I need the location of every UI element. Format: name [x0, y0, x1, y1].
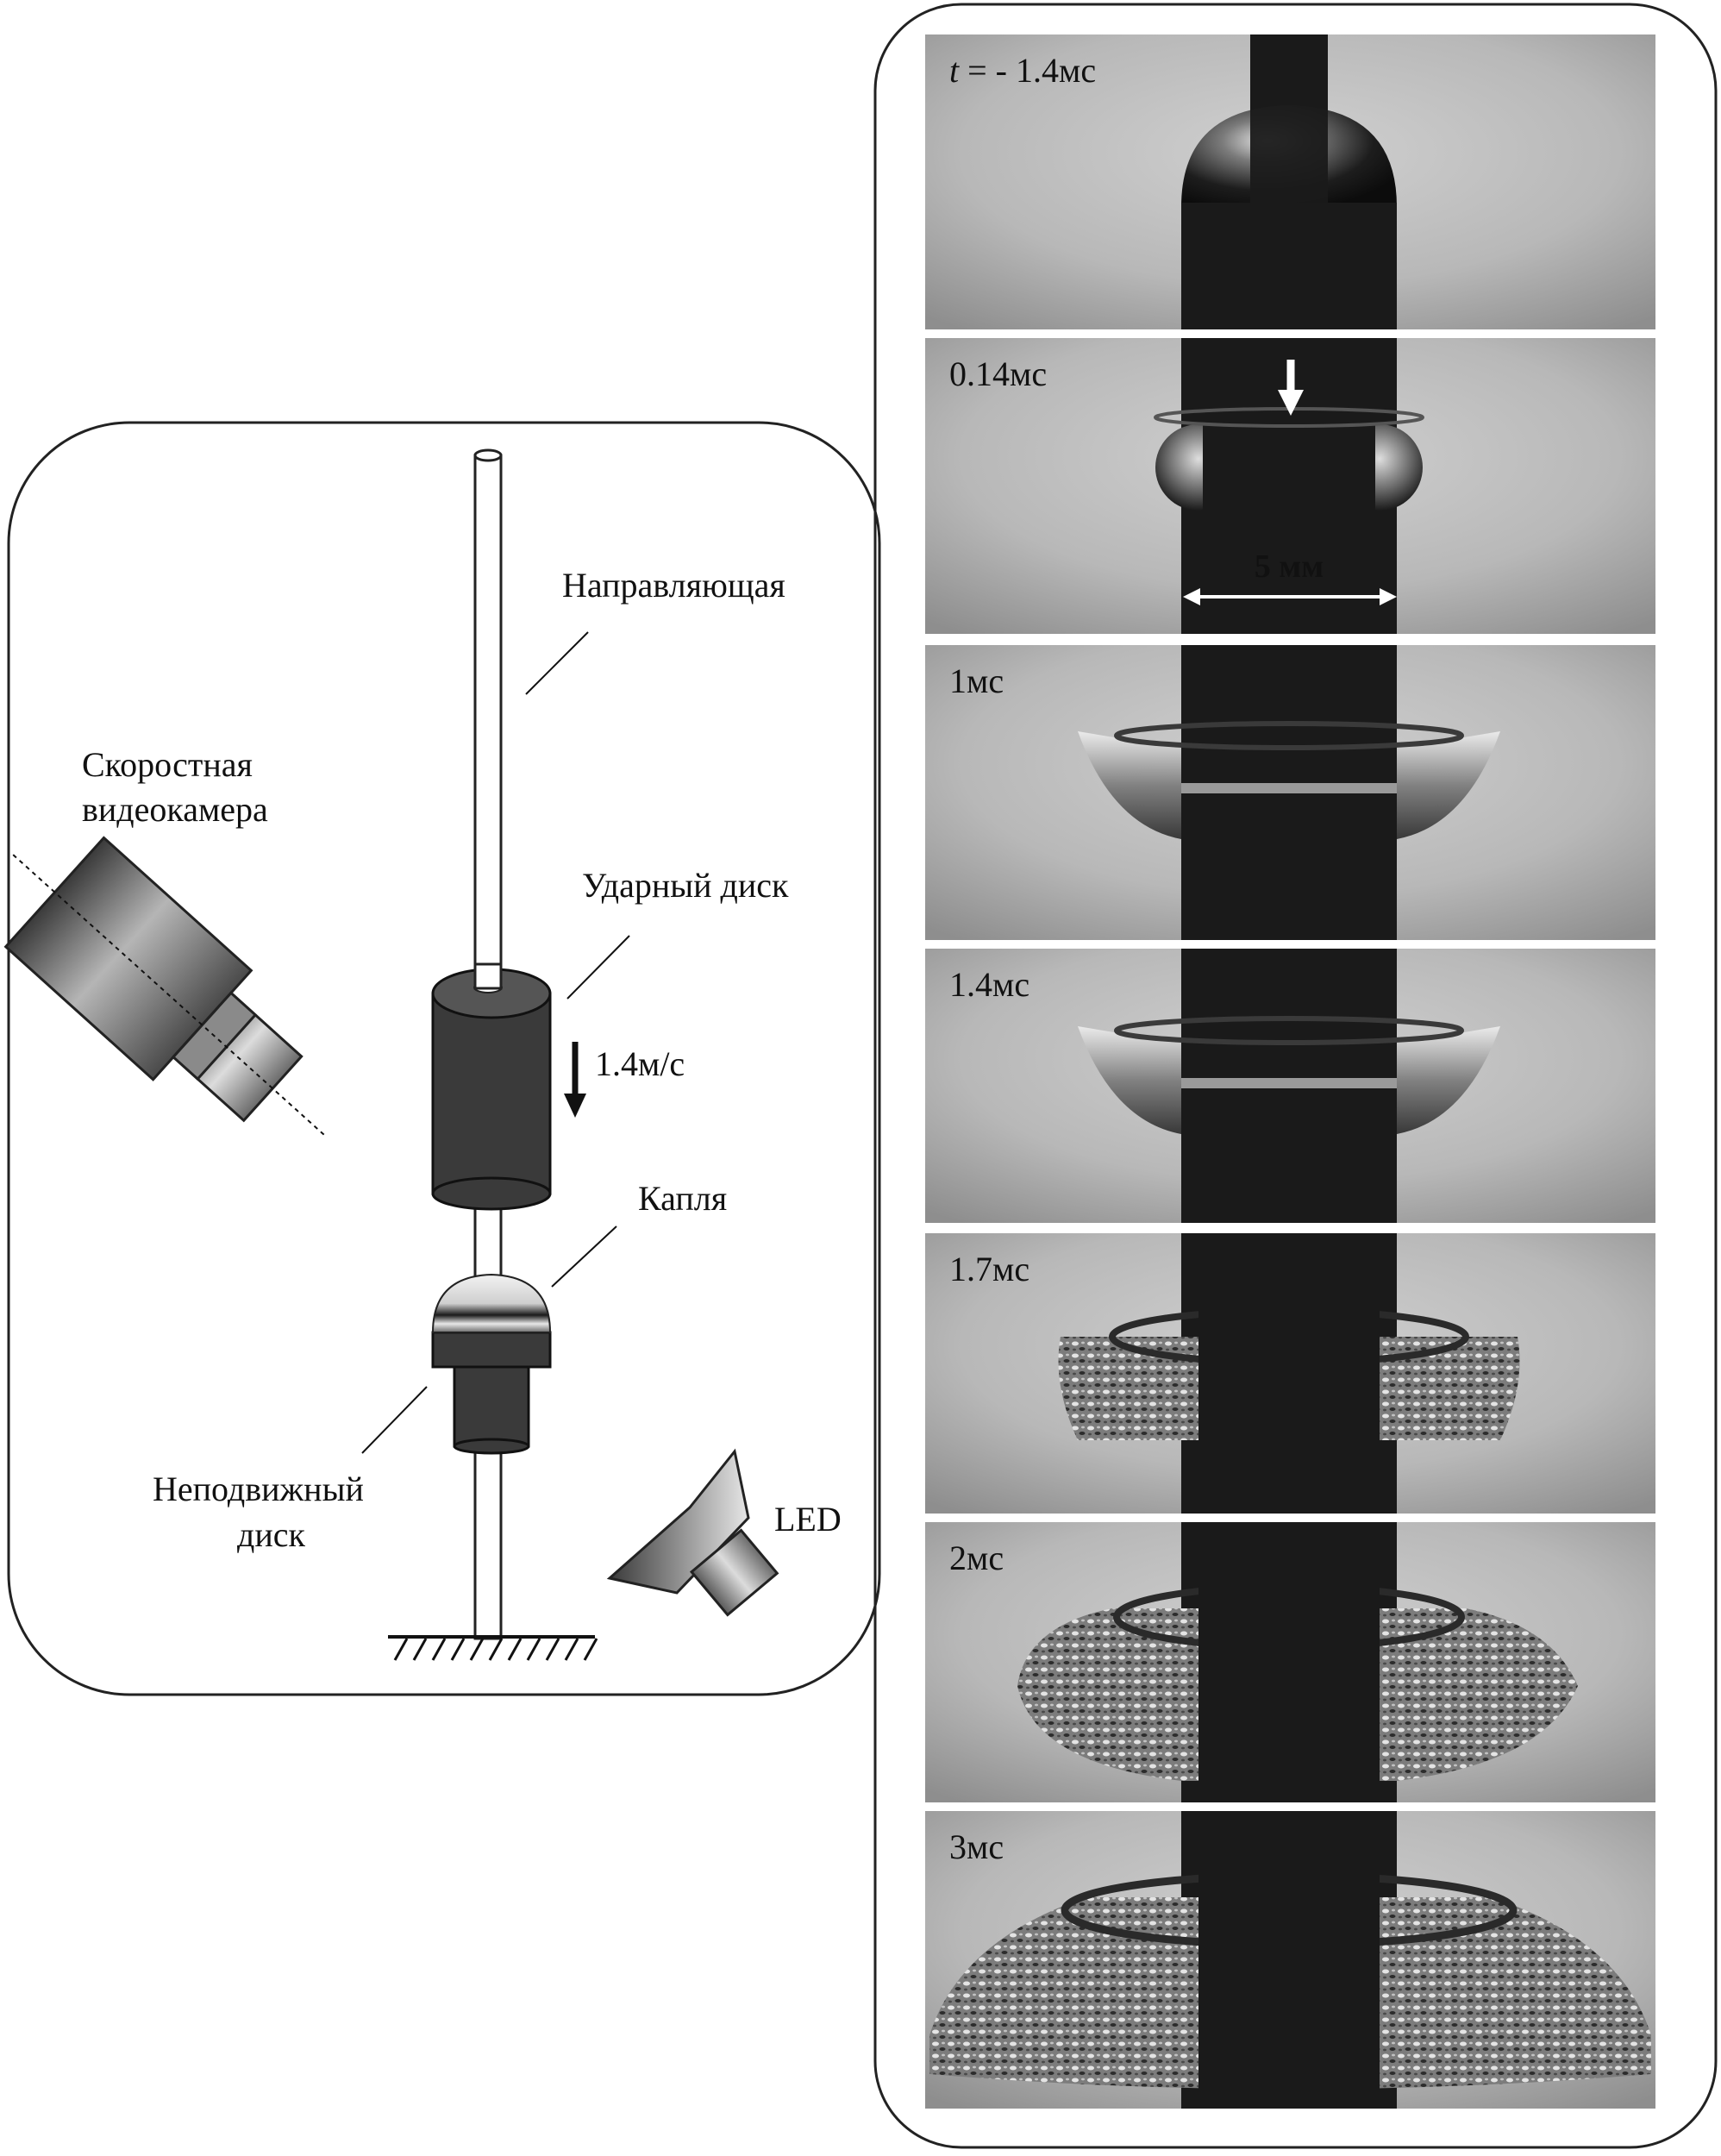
- label-velocity: 1.4м/с: [595, 1044, 685, 1083]
- drop: [431, 1273, 552, 1333]
- label-impact-disk: Ударный диск: [582, 866, 789, 905]
- sheet-rim: [1114, 721, 1464, 750]
- time-symbol: t: [949, 51, 960, 90]
- label-led: LED: [774, 1500, 842, 1539]
- label-drop: Капля: [638, 1179, 727, 1218]
- scale-bar-right-head: [1380, 588, 1397, 605]
- liquid-sheet-right: [1397, 731, 1500, 839]
- label-fixed-disk-line1: Неподвижный: [153, 1470, 364, 1508]
- label-camera-line2: видеокамера: [82, 790, 268, 829]
- leader-guide: [525, 631, 589, 695]
- impact-arrow-head: [1278, 390, 1304, 416]
- setup-panel: Направляющая Скоростная видеокамера Удар…: [3, 421, 881, 1696]
- liquid-sheet-left: [1078, 1026, 1181, 1134]
- frame-7: 3мс: [925, 1811, 1655, 2109]
- frame-time-label: 3мс: [949, 1827, 1004, 1866]
- frame-5: 1.7мс: [925, 1233, 1655, 1514]
- sheet-band: [1181, 783, 1397, 793]
- time-value: 2мс: [949, 1539, 1004, 1577]
- fixed-disk: [431, 1331, 552, 1455]
- rod-through-drop: [1250, 34, 1328, 207]
- rod-lower: [1181, 203, 1397, 329]
- impact-disk: [431, 962, 552, 1211]
- leader-fixed-disk: [361, 1386, 428, 1454]
- leader-drop: [551, 1225, 617, 1288]
- time-value: 1.4мс: [949, 965, 1029, 1004]
- led-lamp: [606, 1448, 779, 1617]
- label-fixed-disk-line2: диск: [237, 1515, 306, 1554]
- frame-3: 1мс: [925, 645, 1655, 940]
- label-camera-line1: Скоростная: [82, 745, 253, 784]
- rod-core: [1198, 1233, 1380, 1514]
- scale-bar-left-head: [1183, 588, 1200, 605]
- time-value: 0.14мс: [949, 354, 1047, 393]
- time-value: 3мс: [949, 1827, 1004, 1866]
- velocity-arrow: [564, 1042, 586, 1118]
- ground-hatch: [388, 1635, 598, 1661]
- sheet-rim: [1114, 1016, 1464, 1045]
- camera-axis: [12, 854, 325, 1136]
- time-value: = - 1.4мс: [959, 51, 1096, 90]
- rod-core: [1198, 1811, 1380, 2109]
- frames-panel-border: [873, 3, 1718, 2149]
- label-guide: Направляющая: [562, 566, 785, 605]
- frame-6: 2мс: [925, 1522, 1655, 1802]
- leader-impact-disk: [566, 935, 630, 1000]
- frame-time-label: 1.4мс: [949, 965, 1029, 1004]
- camera: [3, 836, 325, 1136]
- setup-panel-border: [7, 421, 881, 1696]
- frame-time-label: 2мс: [949, 1539, 1004, 1577]
- frame-2: 5 мм 0.14мс: [925, 338, 1655, 634]
- frame-time-label: 1.7мс: [949, 1250, 1029, 1288]
- frame-time-label: 1мс: [949, 661, 1004, 700]
- rod-core: [1198, 1522, 1380, 1802]
- frame-4: 1.4мс: [925, 949, 1655, 1223]
- frame-time-label: 0.14мс: [949, 354, 1047, 393]
- sheet-band: [1181, 1078, 1397, 1088]
- frames-panel: t = - 1.4мс 5 мм 0.14мс 1мс 1.4мс 1.7мс 2мс 3мс: [873, 3, 1718, 2149]
- time-value: 1мс: [949, 661, 1004, 700]
- liquid-sheet-left: [1078, 731, 1181, 839]
- time-value: 1.7мс: [949, 1250, 1029, 1288]
- liquid-sheet-right: [1397, 1026, 1500, 1134]
- frame-time-label: t = - 1.4мс: [949, 51, 1096, 90]
- scale-label: 5 мм: [1255, 548, 1324, 585]
- frame-1: t = - 1.4мс: [925, 34, 1655, 329]
